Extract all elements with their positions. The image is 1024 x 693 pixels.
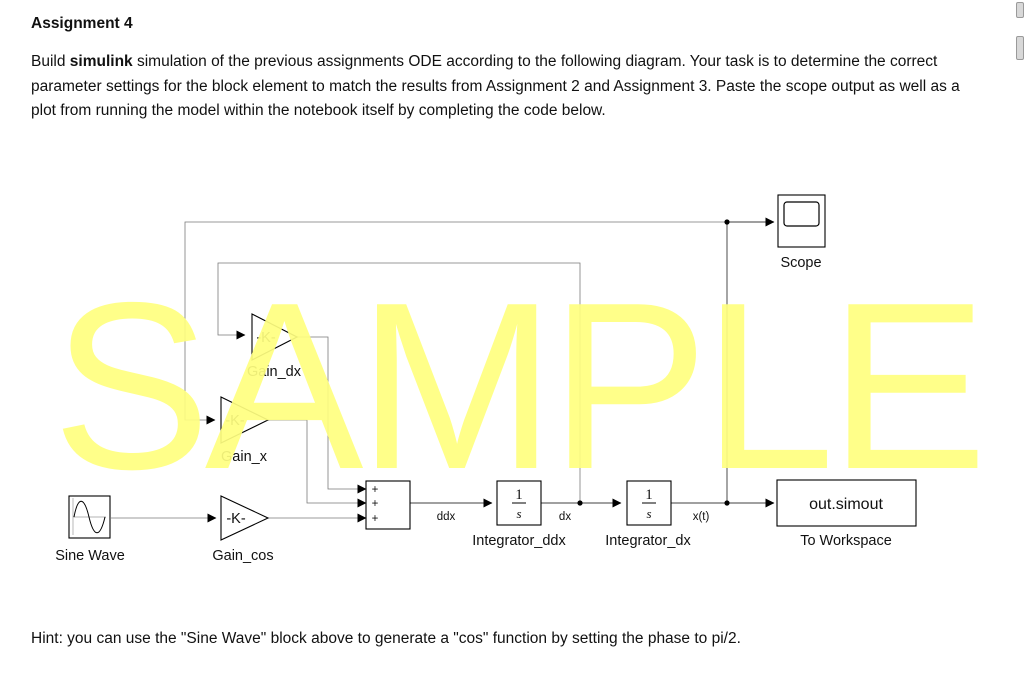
wire-dx-feedback	[217, 262, 581, 503]
integrator-dx-block[interactable]: 1 s Integrator_dx	[605, 480, 691, 549]
wire-gaindx-sum	[297, 336, 367, 494]
junction-dx	[577, 500, 583, 506]
wire-gainx-sum	[268, 419, 367, 508]
sum-sign-2: +	[372, 498, 379, 510]
sum-block[interactable]: + + +	[365, 480, 411, 530]
junction-xt	[724, 500, 730, 506]
sum-sign-1: +	[372, 484, 379, 496]
gain-dx-label: Gain_dx	[247, 364, 302, 380]
signal-wires	[111, 217, 775, 523]
sine-wave-block[interactable]: Sine Wave	[55, 495, 125, 564]
wire-x-scope	[726, 217, 775, 503]
junction-scope	[724, 219, 730, 225]
intro-rest: simulation of the previous assignments O…	[31, 53, 960, 119]
signal-label-dx: dx	[559, 511, 571, 523]
gain-x-content: -K-	[225, 413, 245, 429]
integrator-dx-num: 1	[645, 487, 653, 503]
to-workspace-content: out.simout	[809, 496, 883, 513]
assignment-intro: Build simulink simulation of the previou…	[31, 50, 961, 124]
intro-bold: simulink	[69, 53, 133, 70]
sine-wave-label: Sine Wave	[55, 548, 125, 564]
assignment-title: Assignment 4	[31, 15, 133, 32]
integrator-ddx-den: s	[516, 506, 521, 521]
signal-label-xt: x(t)	[693, 511, 710, 523]
hint-text: Hint: you can use the "Sine Wave" block …	[31, 630, 741, 647]
gain-cos-block[interactable]: -K- Gain_cos	[212, 495, 274, 564]
integrator-ddx-label: Integrator_ddx	[472, 533, 566, 549]
wire-x-feedback	[184, 221, 727, 425]
integrator-dx-label: Integrator_dx	[605, 533, 691, 549]
gain-dx-content: -K-	[256, 330, 276, 346]
scope-block[interactable]: Scope	[777, 194, 826, 271]
gain-x-block[interactable]: -K- Gain_x	[220, 396, 270, 465]
signal-label-ddx: ddx	[437, 511, 456, 523]
scope-screen-icon	[783, 201, 820, 227]
scrollbar-edge-lower[interactable]	[1016, 36, 1024, 60]
scrollbar-edge[interactable]	[1016, 2, 1024, 18]
gain-cos-content: -K-	[226, 511, 246, 527]
to-workspace-block[interactable]: out.simout To Workspace	[776, 479, 917, 549]
scope-label: Scope	[780, 255, 821, 271]
gain-cos-label: Gain_cos	[212, 548, 273, 564]
to-workspace-label: To Workspace	[800, 533, 892, 549]
sum-sign-3: +	[372, 513, 379, 525]
intro-lead: Build	[31, 53, 70, 70]
integrator-dx-den: s	[646, 506, 651, 521]
integrator-ddx-num: 1	[515, 487, 523, 503]
integrator-ddx-block[interactable]: 1 s Integrator_ddx	[472, 480, 566, 549]
gain-dx-block[interactable]: -K- Gain_dx	[247, 313, 302, 380]
sine-curve-icon	[73, 500, 106, 534]
gain-x-label: Gain_x	[221, 449, 268, 465]
